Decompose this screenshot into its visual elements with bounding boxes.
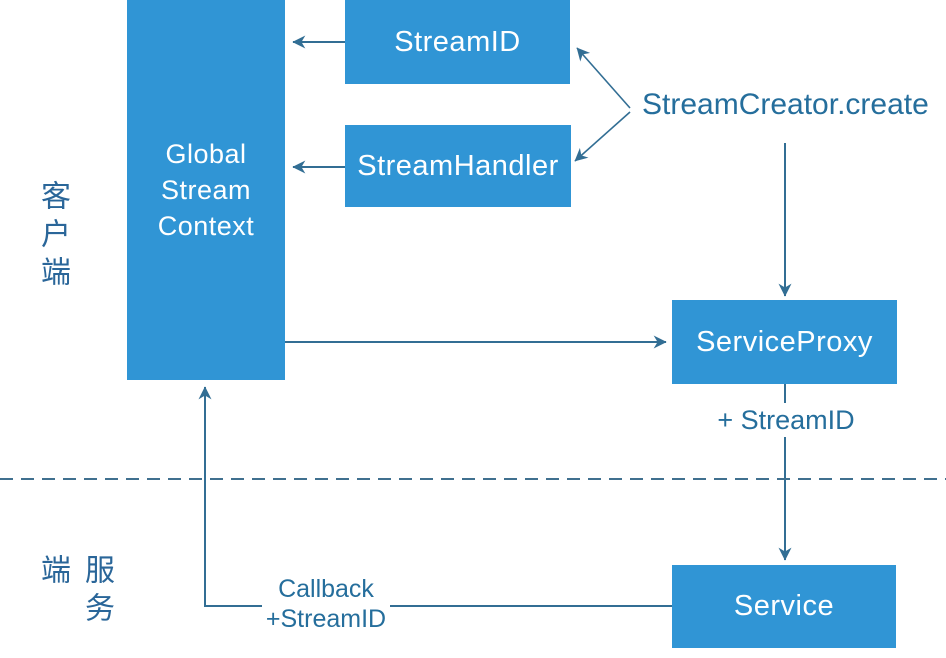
plus-stream-id-label: + StreamID — [712, 403, 860, 437]
callback-label-line1: Callback — [278, 575, 374, 603]
arrow-creator-to-streamid — [576, 47, 631, 109]
callback-stream-id-label: Callback +StreamID — [262, 574, 390, 634]
service-proxy-label: ServiceProxy — [696, 325, 873, 358]
service-box: Service — [672, 565, 896, 648]
server-side-label: 服务端 — [36, 554, 113, 630]
service-proxy-box: ServiceProxy — [672, 300, 897, 384]
arrow-service-callback-to-gsc — [198, 386, 672, 607]
stream-handler-label: StreamHandler — [357, 149, 559, 182]
client-side-label: 客户端 — [36, 180, 69, 294]
global-stream-context-label: Global Stream Context — [157, 139, 255, 241]
arrow-creator-to-streamhandler — [574, 111, 631, 162]
stream-handler-box: StreamHandler — [345, 125, 571, 207]
global-stream-context-box: Global Stream Context — [127, 0, 285, 380]
callback-label-line2: +StreamID — [265, 605, 387, 633]
stream-id-label: StreamID — [394, 25, 521, 58]
stream-id-box: StreamID — [345, 0, 570, 84]
service-label: Service — [733, 590, 835, 622]
stream-creator-create-label: StreamCreator.create — [642, 88, 929, 121]
